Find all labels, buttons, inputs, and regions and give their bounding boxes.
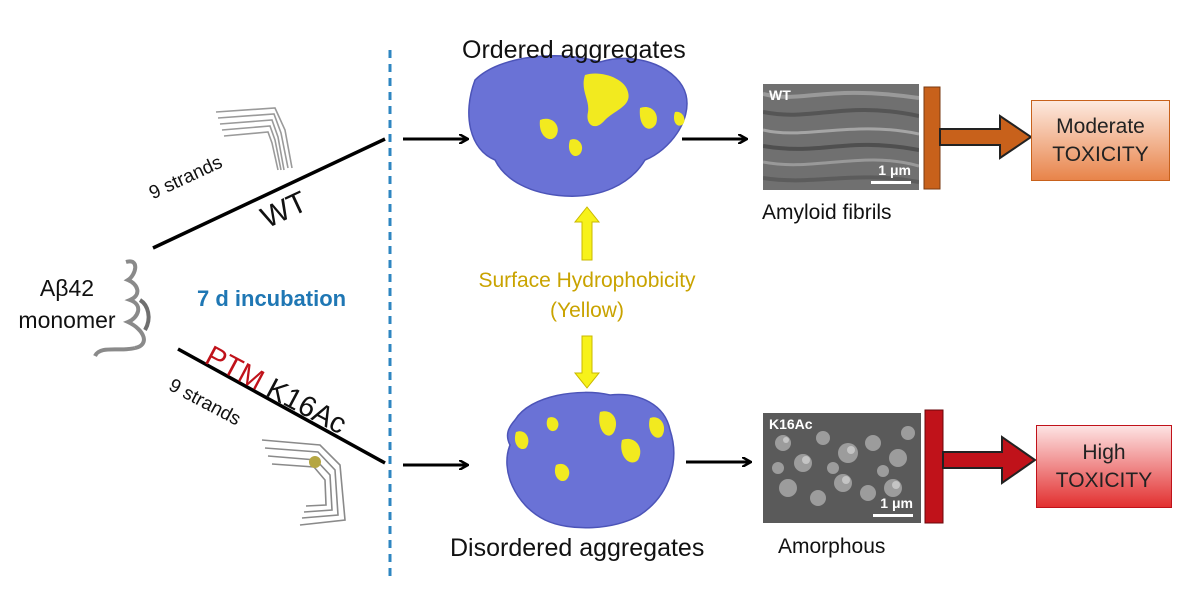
monomer-structure-icon <box>93 259 151 358</box>
monomer-label-line2: monomer <box>18 307 116 333</box>
hydrophobicity-label: Surface Hydrophobicity (Yellow) <box>452 266 722 326</box>
high-toxicity-box: High TOXICITY <box>1036 425 1172 508</box>
fibril-texture <box>763 84 919 190</box>
k16ac-scale-label: 1 μm <box>880 495 913 511</box>
wt-micrograph-caption: Amyloid fibrils <box>762 201 892 224</box>
ordered-aggregates-title: Ordered aggregates <box>462 36 686 64</box>
moderate-toxicity-indicator <box>923 86 1033 190</box>
disordered-aggregate-structure <box>506 391 675 529</box>
k16ac-micrograph: K16Ac 1 μm <box>763 413 921 523</box>
k16ac-micrograph-caption: Amorphous <box>778 535 886 558</box>
moderate-toxicity-box: Moderate TOXICITY <box>1031 100 1170 181</box>
wt-micrograph-tag: WT <box>769 87 791 103</box>
amorphous-texture <box>763 413 921 523</box>
wt-branch-line <box>152 137 386 250</box>
incubation-label: 7 d incubation <box>197 286 347 311</box>
moderate-toxicity-line1: Moderate <box>1056 114 1145 138</box>
disordered-aggregates-title: Disordered aggregates <box>450 534 705 562</box>
hydrophobicity-label-line2: (Yellow) <box>550 299 624 322</box>
wt-fibril-structure-icon <box>215 107 293 171</box>
k16ac-scale-bar <box>873 514 913 517</box>
wt-scale-label: 1 μm <box>878 162 911 178</box>
wt-micrograph: WT 1 μm <box>763 84 919 190</box>
hydrophobicity-down-arrow <box>573 335 601 389</box>
k16ac-fibril-structure-icon <box>261 439 346 526</box>
high-toxicity-line2: TOXICITY <box>1055 468 1153 492</box>
wt-scale-bar <box>871 181 911 184</box>
monomer-label: Aβ42 monomer <box>17 272 117 336</box>
moderate-toxicity-line2: TOXICITY <box>1052 142 1149 166</box>
ptm-branch-line <box>177 347 386 465</box>
hydrophobicity-up-arrow <box>573 206 601 261</box>
high-toxicity-line1: High <box>1082 440 1126 464</box>
high-toxicity-indicator <box>924 409 1037 524</box>
hydrophobicity-label-line1: Surface Hydrophobicity <box>478 269 696 292</box>
k16ac-micrograph-tag: K16Ac <box>769 416 813 432</box>
monomer-label-line1: Aβ42 <box>39 275 95 301</box>
ordered-aggregate-structure <box>468 55 688 197</box>
